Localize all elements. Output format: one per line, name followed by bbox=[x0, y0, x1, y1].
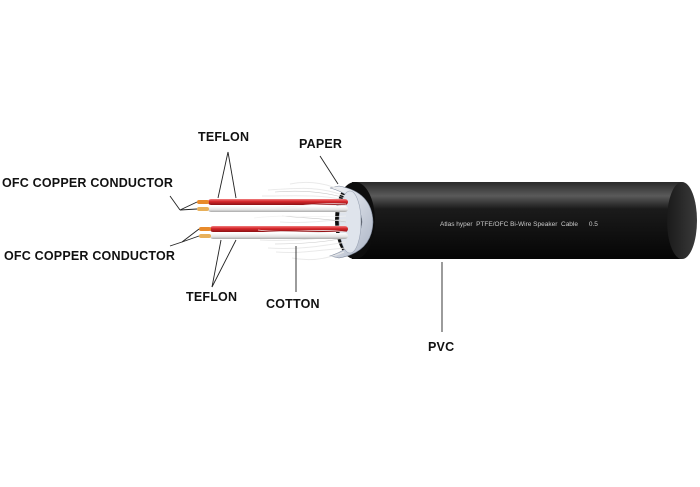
label-pvc: PVC bbox=[428, 340, 455, 354]
conductor-pair-lower bbox=[199, 226, 348, 239]
cable-print-text: Atlas hyper PTFE/OFC Bi-Wire Speaker Cab… bbox=[440, 221, 598, 228]
leader-lines bbox=[169, 151, 443, 332]
label-paper: PAPER bbox=[299, 137, 343, 151]
label-ofc-top: OFC COPPER CONDUCTOR bbox=[2, 176, 174, 190]
cotton-fibres bbox=[257, 181, 347, 261]
label-cotton: COTTON bbox=[266, 297, 320, 311]
label-ofc-bottom: OFC COPPER CONDUCTOR bbox=[4, 249, 176, 263]
label-teflon-top: TEFLON bbox=[198, 130, 250, 144]
conductor-pair-upper bbox=[197, 199, 348, 212]
label-teflon-bottom: TEFLON bbox=[186, 290, 238, 304]
